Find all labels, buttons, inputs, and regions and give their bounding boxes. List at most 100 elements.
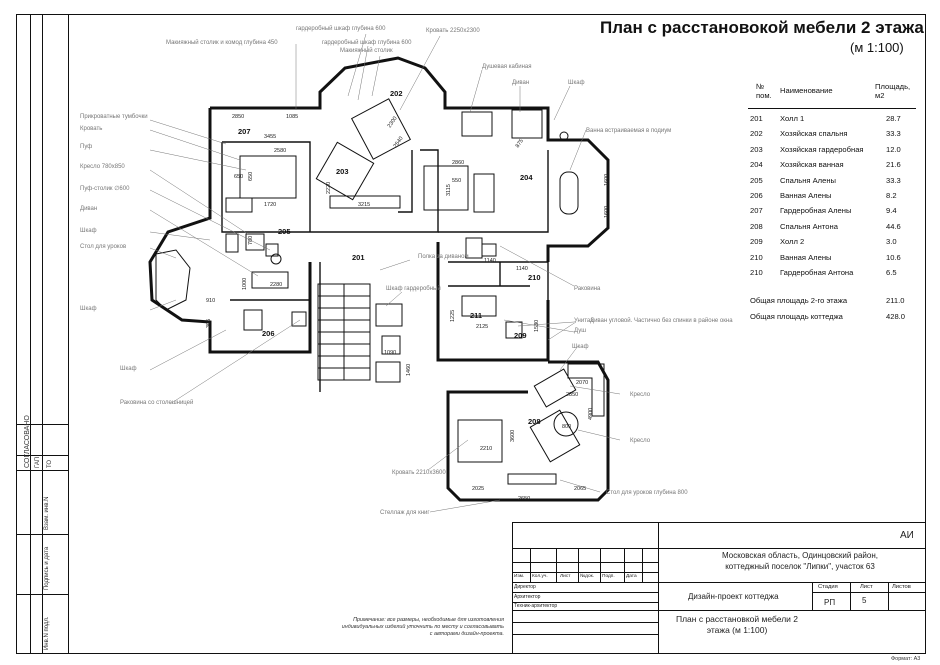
stamp-role: Директор bbox=[514, 584, 536, 590]
dimension-label: 910 bbox=[206, 298, 215, 304]
stamp-col-header: Кол.уч. bbox=[532, 574, 548, 579]
callout-label: Душ bbox=[574, 328, 586, 334]
room-number: 207 bbox=[750, 206, 763, 216]
room-label: 201 bbox=[352, 253, 365, 262]
callout-label: Душевая кабиная bbox=[482, 64, 532, 70]
dimension-label: 305 bbox=[206, 319, 212, 328]
room-number: 202 bbox=[750, 129, 763, 139]
stamp-sheet-title: План с расстановкой мебели 2 этажа (м 1:… bbox=[675, 614, 799, 635]
callout-label: Унитаз bbox=[574, 318, 593, 324]
callout-label: Ванна встраиваемая в подиум bbox=[586, 128, 671, 134]
stamp-col-header: Дата bbox=[626, 574, 637, 579]
room-number: 203 bbox=[750, 144, 763, 154]
table-header: № пом. Наименование Площадь, м2 bbox=[748, 80, 916, 109]
dimension-label: 2850 bbox=[566, 392, 578, 398]
room-number: 206 bbox=[750, 191, 763, 200]
room-label: 207 bbox=[238, 127, 251, 136]
room-label: 211 bbox=[470, 311, 482, 320]
stamp-ai: АИ bbox=[900, 530, 914, 541]
callout-label: Диван bbox=[80, 206, 97, 212]
stairs bbox=[317, 283, 371, 381]
page-title: План с расстановокой мебели 2 этажа bbox=[600, 18, 924, 37]
title-block: АИ Московская область, Одинцовский район… bbox=[512, 522, 926, 654]
room-number: 209 bbox=[750, 237, 763, 247]
room-name: Холл 1 bbox=[780, 114, 805, 123]
sheet-format: Формат: А3 bbox=[891, 656, 921, 662]
dimension-label: 1530 bbox=[534, 320, 540, 332]
dimension-label: 2300 bbox=[387, 116, 399, 129]
room-label: 205 bbox=[278, 227, 291, 236]
callout-label: Шкаф bbox=[120, 366, 137, 372]
dimension-label: 1140 bbox=[484, 258, 496, 264]
table-row: 206 Ванная Алены 8.2 bbox=[748, 191, 916, 206]
room-area: 6.5 bbox=[886, 268, 897, 277]
col-num-header: № пом. bbox=[756, 82, 772, 100]
room-name: Ванная Алены bbox=[780, 252, 832, 262]
room-number: 210 bbox=[750, 252, 763, 262]
callout-label: Шкаф bbox=[572, 344, 589, 350]
stamp-col-header: Подп. bbox=[602, 574, 615, 579]
total-cottage-value: 428.0 bbox=[886, 312, 906, 321]
table-row: 209 Холл 2 3.0 bbox=[748, 237, 916, 252]
stamp-project: Дизайн-проект коттеджа bbox=[688, 592, 779, 601]
callout-label: Макияжный столик bbox=[340, 47, 393, 54]
total-cottage-label: Общая площадь коттеджа bbox=[750, 312, 843, 321]
dimension-label: 1090 bbox=[384, 350, 396, 356]
room-label: 206 bbox=[262, 329, 275, 338]
room-name: Гардеробная Антона bbox=[780, 268, 854, 277]
room-label: 202 bbox=[390, 89, 403, 98]
room-name: Гардеробная Алены bbox=[780, 206, 852, 216]
callout-label: Кровать bbox=[80, 126, 102, 132]
page-scale: (м 1:100) bbox=[850, 40, 904, 55]
room-number: 205 bbox=[750, 175, 763, 185]
room-label: 208 bbox=[528, 417, 541, 426]
callout-label: Кресло bbox=[630, 438, 651, 444]
room-number: 201 bbox=[750, 114, 763, 123]
callout-label: Раковина bbox=[574, 286, 601, 292]
dimension-label: 1600 bbox=[604, 206, 610, 218]
callout-label: Прикроватные тумбочки bbox=[80, 114, 148, 120]
room-name: Хозяйская спальня bbox=[780, 129, 848, 139]
callout-label: Шкаф гардеробный bbox=[386, 285, 441, 292]
room-label: 209 bbox=[514, 331, 527, 340]
dimension-label: 800 bbox=[562, 424, 571, 430]
room-name: Ванная Алены bbox=[780, 191, 832, 200]
room-name: Хозяйская ванная bbox=[780, 160, 844, 170]
stamp-sheet: 5 bbox=[862, 596, 867, 605]
dimension-label: 3215 bbox=[358, 202, 370, 208]
room-area: 8.2 bbox=[886, 191, 897, 200]
dimension-label: 3115 bbox=[446, 184, 452, 196]
dimension-label: 3600 bbox=[510, 430, 516, 442]
dimension-label: 2025 bbox=[472, 486, 484, 492]
dimension-label: 2860 bbox=[452, 160, 464, 166]
callout-label: Макияжный столик и комод глубина 450 bbox=[166, 39, 278, 46]
room-number: 210 bbox=[750, 268, 763, 277]
callout-label: Шкаф bbox=[80, 228, 97, 234]
room-name: Хозяйская гардеробная bbox=[780, 144, 864, 154]
stamp-stage: РП bbox=[824, 598, 836, 607]
room-number: 204 bbox=[750, 160, 763, 170]
callout-label: Стол для уроков bbox=[80, 244, 126, 250]
room-area: 28.7 bbox=[886, 114, 901, 123]
room-area: 3.0 bbox=[886, 237, 897, 247]
dimension-label: 1460 bbox=[406, 364, 412, 376]
room-area: 21.6 bbox=[886, 160, 901, 170]
col-name-header: Наименование bbox=[780, 86, 833, 95]
table-row: 204 Хозяйская ванная 21.6 bbox=[748, 160, 916, 175]
stamp-role: Техник-архитектор bbox=[514, 603, 558, 609]
total-floor-value: 211.0 bbox=[886, 296, 905, 305]
stamp-col-header: №док. bbox=[580, 574, 595, 579]
dimension-label: 650 bbox=[248, 172, 254, 181]
stamp-col-header: Изм. bbox=[514, 574, 525, 579]
dimension-label: 1720 bbox=[264, 202, 276, 208]
table-row: 203 Хозяйская гардеробная 12.0 bbox=[748, 145, 916, 160]
dimension-label: 2125 bbox=[476, 324, 488, 330]
room-name: Холл 2 bbox=[780, 237, 805, 247]
room-area: 12.0 bbox=[886, 144, 901, 154]
dimension-label: 3455 bbox=[264, 134, 276, 140]
room-area: 9.4 bbox=[886, 206, 897, 216]
dimension-label: 1600 bbox=[604, 174, 610, 186]
